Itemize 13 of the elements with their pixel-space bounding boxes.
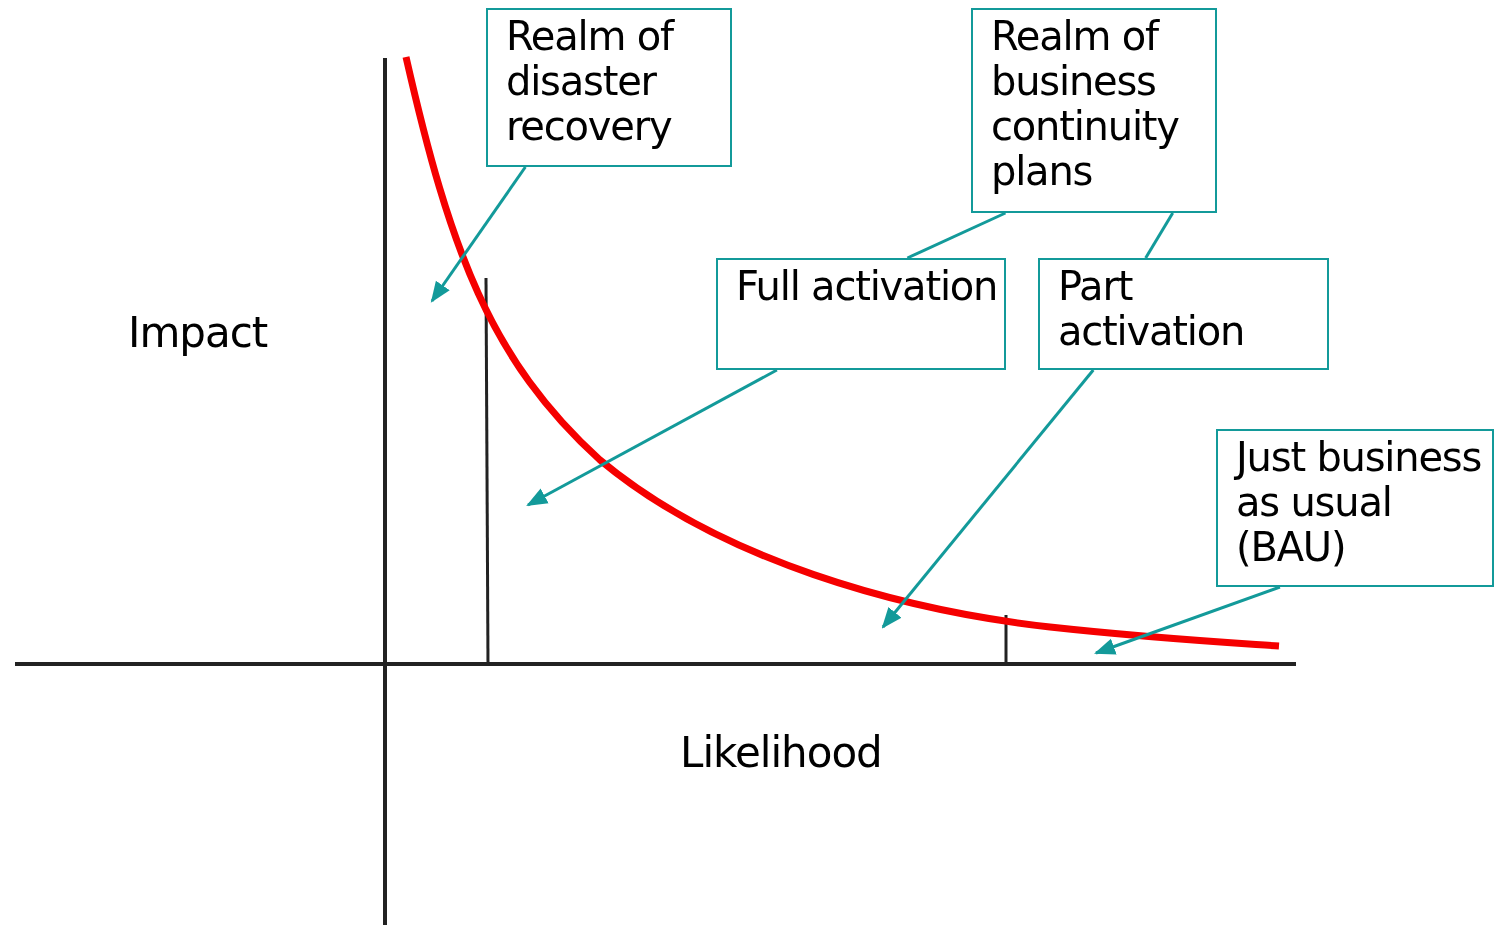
axis-label: Impact — [128, 308, 268, 357]
callout-box: Realm of business continuity plans — [971, 8, 1217, 213]
axis-label: Likelihood — [680, 728, 882, 777]
callout-box: Part activation — [1038, 258, 1329, 370]
leader-arrow — [430, 166, 527, 303]
leader-arrow — [526, 368, 778, 507]
leader-line — [1144, 212, 1174, 259]
callout-box: Full activation — [716, 258, 1006, 370]
callout-box: Realm of disaster recovery — [486, 8, 732, 167]
leader-arrow — [881, 369, 1095, 629]
leader-arrow — [1094, 585, 1281, 655]
leader-line — [906, 211, 1007, 260]
callout-box: Just business as usual (BAU) — [1216, 429, 1494, 587]
